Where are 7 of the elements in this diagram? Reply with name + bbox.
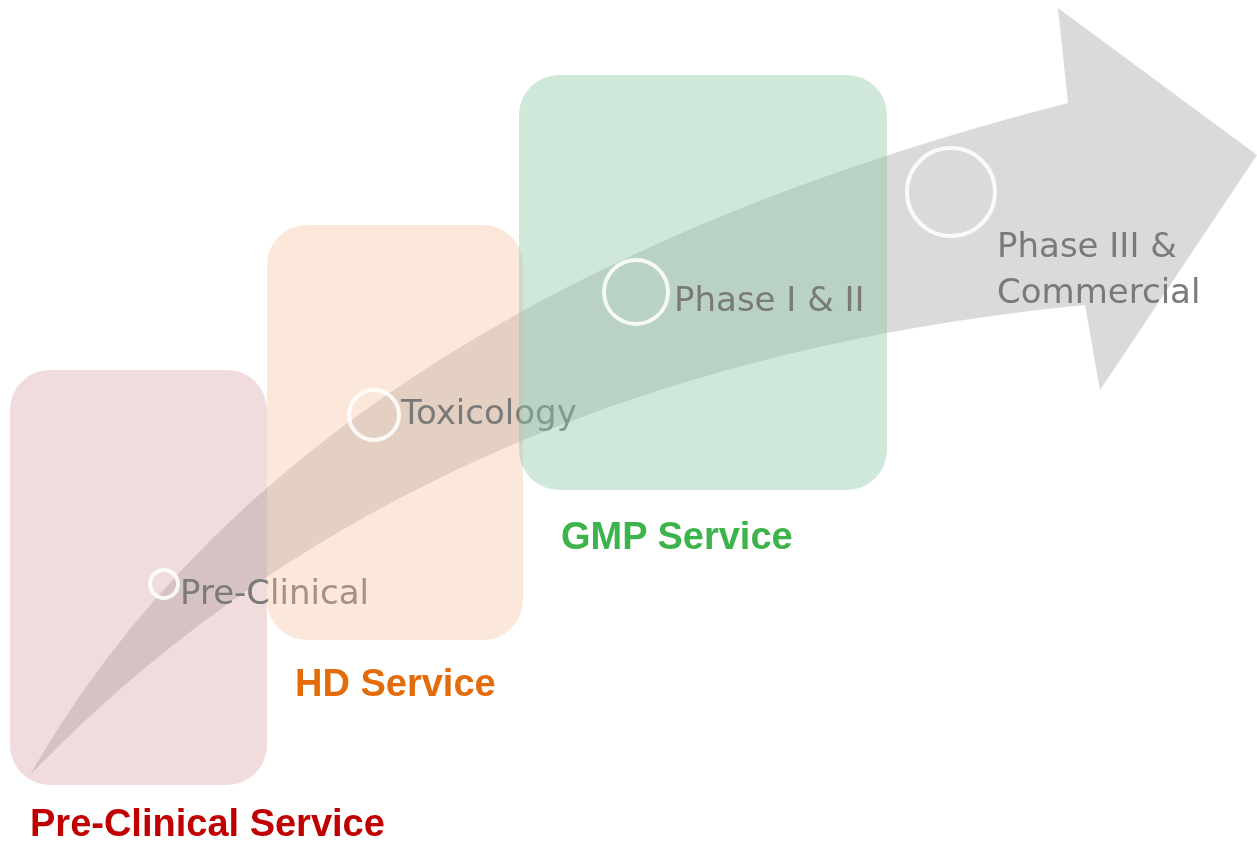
- milestone-label: Phase III & Commercial: [997, 224, 1202, 313]
- stage-title: Pre-Clinical Service: [30, 802, 385, 842]
- milestone-label: Pre-Clinical: [180, 571, 370, 614]
- milestone-label: Toxicology: [401, 391, 578, 434]
- stage-title: HD Service: [295, 662, 496, 705]
- stage-title: GMP Service: [561, 515, 793, 558]
- milestone-label: Phase I & II: [674, 278, 866, 321]
